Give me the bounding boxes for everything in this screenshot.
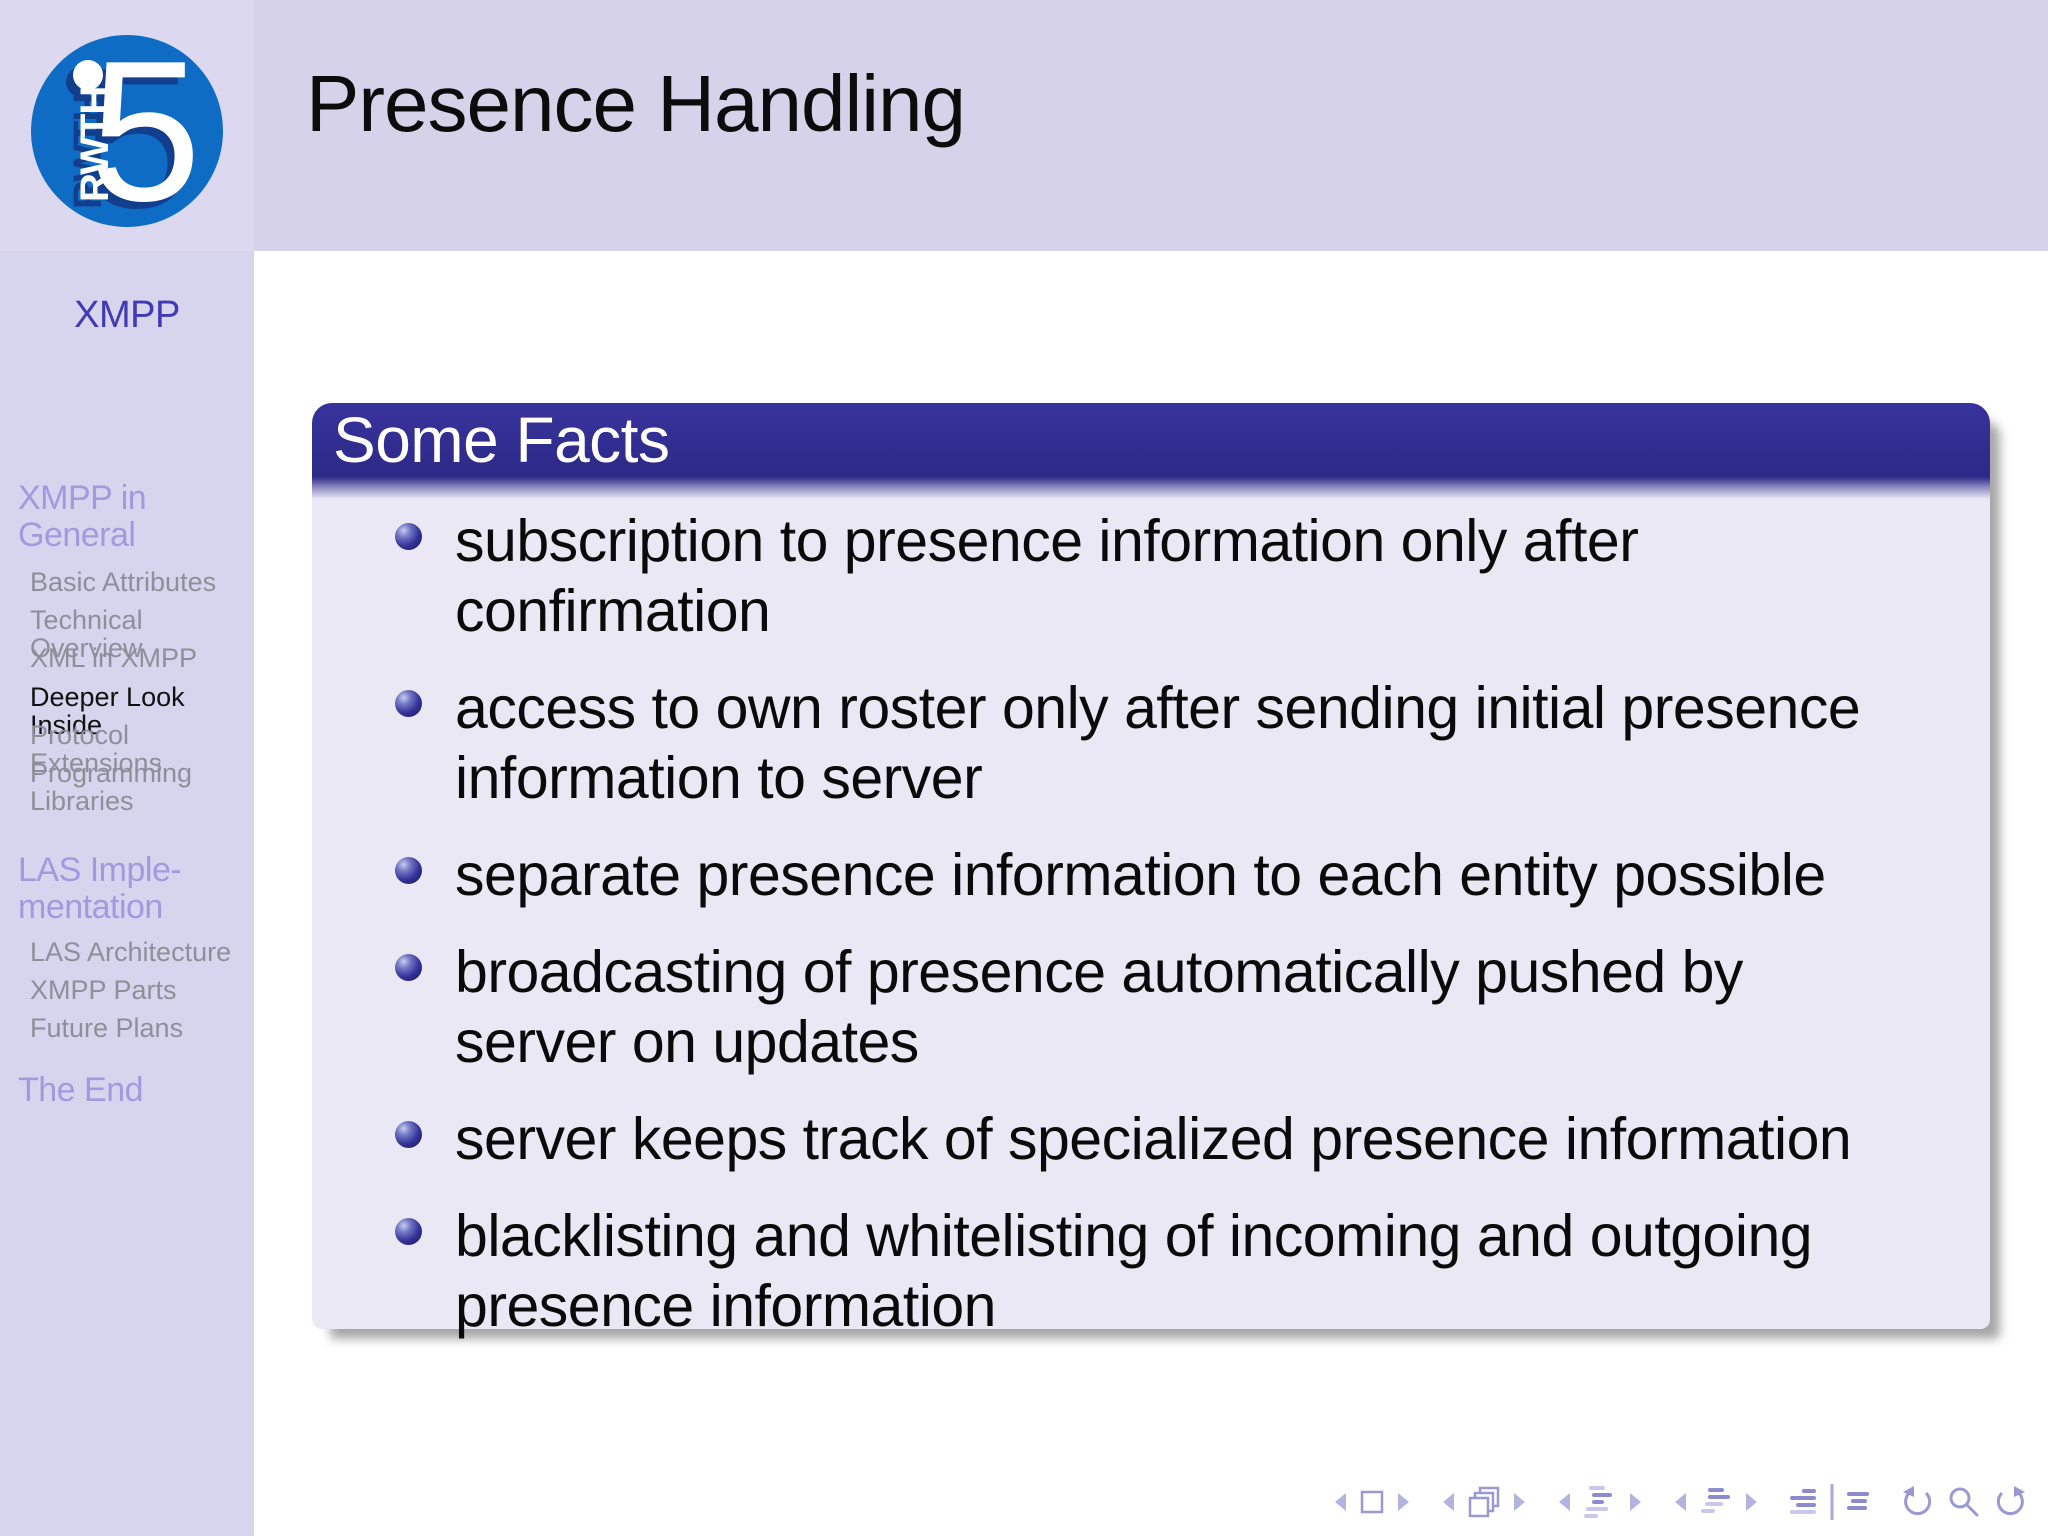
part-separator (1830, 1484, 1834, 1520)
history-search-group (1900, 1485, 2028, 1519)
sidebar-item-basic-attributes[interactable]: Basic Attributes (30, 567, 217, 597)
sidebar-item-las-architecture[interactable]: LAS Architecture (30, 937, 232, 967)
sidebar-item-programming-libraries[interactable]: Programming Libraries (30, 758, 193, 816)
bullet-text: subscription to presence information onl… (455, 508, 1639, 644)
block-body: subscription to presence information onl… (312, 499, 1990, 1339)
slide-body: Some Facts subscription to presence info… (254, 251, 2048, 1536)
next-subsection-icon[interactable] (1629, 1490, 1644, 1514)
bullet-item: access to own roster only after sending … (312, 673, 1990, 813)
next-section-icon[interactable] (1745, 1490, 1760, 1514)
slide-nav-group (1332, 1489, 1412, 1515)
bullet-item: broadcasting of presence automatically p… (312, 937, 1990, 1077)
search-icon[interactable] (1948, 1486, 1980, 1518)
logo-i-dot (73, 60, 103, 90)
forward-icon[interactable] (1992, 1485, 2028, 1519)
bullet-ball-icon (395, 690, 422, 717)
sidebar-item-deeper-look-inside[interactable]: Deeper Look Inside (30, 682, 185, 740)
bullet-item: subscription to presence information onl… (312, 506, 1990, 646)
sidebar-nav: XMPP XMPP in General Basic Attributes Te… (0, 251, 254, 1536)
subsection-nav-group (1556, 1485, 1644, 1519)
slide-icon[interactable] (1359, 1489, 1385, 1515)
sidebar-title: XMPP (74, 294, 180, 336)
sidebar-item-the-end[interactable]: The End (18, 1071, 144, 1109)
svg-text:5: 5 (83, 27, 194, 232)
section-list-icon[interactable] (1699, 1487, 1733, 1517)
sidebar-item-protocol-extensions[interactable]: Protocol Extensions (30, 720, 163, 778)
section-nav-group (1672, 1487, 1760, 1517)
sidebar-item-las-implementation[interactable]: LAS Imple- mentation (18, 851, 182, 926)
bullet-ball-icon (395, 1218, 422, 1245)
bullet-ball-icon (395, 523, 422, 550)
prev-section-icon[interactable] (1672, 1490, 1687, 1514)
bullet-item: blacklisting and whitelisting of incomin… (312, 1201, 1990, 1341)
sidebar-item-xmpp-in-general[interactable]: XMPP in General (18, 479, 147, 554)
prev-frame-icon[interactable] (1440, 1490, 1455, 1514)
bullet-text: blacklisting and whitelisting of incomin… (455, 1203, 1813, 1339)
block-title-text: Some Facts (333, 404, 670, 476)
sidebar-item-technical-overview[interactable]: Technical Overview (30, 605, 143, 663)
sidebar-item-xmpp-parts[interactable]: XMPP Parts (30, 975, 177, 1005)
svg-text:RWTH: RWTH (66, 94, 110, 209)
prev-subsection-icon[interactable] (1556, 1490, 1571, 1514)
bullet-ball-icon (395, 954, 422, 981)
prev-slide-icon[interactable] (1332, 1490, 1347, 1514)
bullet-item: separate presence information to each en… (312, 840, 1990, 910)
back-icon[interactable] (1900, 1485, 1936, 1519)
bullet-text: server keeps track of specialized presen… (455, 1106, 1852, 1172)
logo-area: RWTH 5 RWTH 5 (0, 0, 254, 251)
some-facts-block: Some Facts subscription to presence info… (312, 403, 1990, 1339)
title-bar: Presence Handling (254, 0, 2048, 251)
block-title-fade (312, 477, 1990, 499)
document-part-group (1788, 1484, 1872, 1520)
slide-title: Presence Handling (306, 59, 966, 148)
block-title: Some Facts (312, 403, 1990, 477)
logo-number-text: 5 (90, 20, 201, 232)
frame-nav-group (1440, 1486, 1528, 1518)
presentation-part-icon[interactable] (1788, 1488, 1818, 1516)
bullet-text: access to own roster only after sending … (455, 675, 1861, 811)
bullet-item: server keeps track of specialized presen… (312, 1104, 1990, 1174)
institute-i5-logo: RWTH 5 RWTH 5 (31, 20, 223, 232)
logo-org-text: RWTH (73, 87, 117, 202)
bullet-ball-icon (395, 1121, 422, 1148)
frames-icon[interactable] (1467, 1486, 1501, 1518)
appendix-part-icon[interactable] (1846, 1491, 1872, 1513)
bullet-ball-icon (395, 857, 422, 884)
bullet-text: separate presence information to each en… (455, 842, 1826, 908)
next-frame-icon[interactable] (1513, 1490, 1528, 1514)
sidebar-item-future-plans[interactable]: Future Plans (30, 1013, 184, 1043)
bullet-text: broadcasting of presence automatically p… (455, 939, 1743, 1075)
sidebar-item-xml-in-xmpp[interactable]: XML in XMPP (30, 643, 198, 673)
navigation-bar (1332, 1484, 2028, 1520)
next-slide-icon[interactable] (1397, 1490, 1412, 1514)
subsection-list-icon[interactable] (1583, 1485, 1617, 1519)
